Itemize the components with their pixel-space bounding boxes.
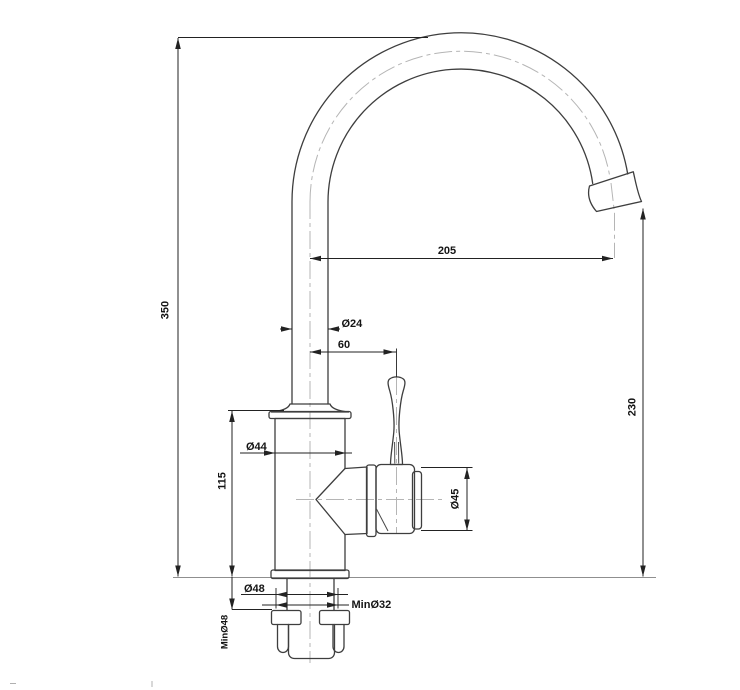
dim-label-spout-reach: 205 <box>438 245 456 257</box>
dim-label-body-diameter: Ø44 <box>246 441 268 453</box>
arrowhead-left <box>328 326 339 332</box>
mounting-stud-right <box>332 623 345 654</box>
spout-inner-edge <box>327 68 594 405</box>
arrowhead-up <box>229 411 235 422</box>
centerlines <box>296 50 615 663</box>
arrowhead-right <box>602 255 613 262</box>
arrowhead-at-left-edge <box>264 450 275 456</box>
spout-arc-centerline <box>309 50 611 203</box>
mounting-stud-left <box>276 623 290 654</box>
body-bottom-rim <box>270 569 350 580</box>
arrowhead-up <box>175 38 181 49</box>
arrowhead-left <box>276 602 287 608</box>
arrowhead-right <box>281 326 292 332</box>
handle-lever-detail <box>394 441 400 464</box>
extension-lines <box>421 467 473 531</box>
arrowhead-right <box>327 602 338 608</box>
mounting-plate-left <box>270 609 302 626</box>
dimension-body-height: 115 <box>217 410 284 577</box>
arrowhead-left <box>276 591 287 598</box>
stray-crop-marks <box>10 681 153 687</box>
arrowhead-down <box>464 519 470 531</box>
dimension-outlet-height: 230 <box>627 208 646 577</box>
dim-label-base-diameter: Ø48 <box>244 583 265 595</box>
dimension-handle-offset: 60 <box>310 339 397 377</box>
arrowhead-down <box>640 565 646 577</box>
spout-nozzle <box>587 171 643 213</box>
arrowhead-down <box>229 598 235 610</box>
valve-adapter <box>344 466 368 536</box>
dim-label-body-height: 115 <box>217 472 229 490</box>
arrowhead-down <box>175 565 181 577</box>
valve-ring <box>365 464 377 538</box>
valve-block-chamfer <box>376 508 389 532</box>
arrowhead-left <box>310 255 321 262</box>
dim-label-total-height: 350 <box>160 301 172 319</box>
arrowhead-up <box>640 208 646 220</box>
arrowhead-left <box>310 349 321 355</box>
dim-label-handle-offset: 60 <box>338 339 350 351</box>
outlet-drop-centerline <box>610 182 615 258</box>
dimension-min-hole: MinØ32 <box>262 599 391 611</box>
dimension-spout-reach: 205 <box>310 245 613 262</box>
valve-wedge <box>315 467 346 536</box>
dim-label-tube-diameter: Ø24 <box>342 318 364 330</box>
arrowhead-up <box>464 468 470 479</box>
arrowhead-right <box>327 591 338 598</box>
faucet-outline <box>268 32 643 660</box>
arrowhead-down <box>229 565 235 577</box>
dimension-body-diameter: Ø44 <box>240 441 352 456</box>
dim-label-valve-diameter: Ø45 <box>450 489 462 510</box>
dim-label-min-clearance: MinØ48 <box>220 615 231 649</box>
supply-connector-block <box>287 623 336 660</box>
dimension-total-height: 350 <box>160 37 428 577</box>
dimension-min-clearance: MinØ48 <box>220 577 272 649</box>
arrowhead-right <box>383 349 395 355</box>
dimension-valve-diameter: Ø45 <box>421 467 473 531</box>
valve-cap <box>411 470 423 530</box>
spout-outer-edge <box>291 32 629 405</box>
dimension-tube-diameter: Ø24 <box>280 318 363 332</box>
mounting-plate-right <box>318 609 351 626</box>
dim-label-min-hole: MinØ32 <box>352 599 392 611</box>
arrowhead-at-right-edge <box>335 450 346 456</box>
dim-label-outlet-height: 230 <box>627 398 639 416</box>
